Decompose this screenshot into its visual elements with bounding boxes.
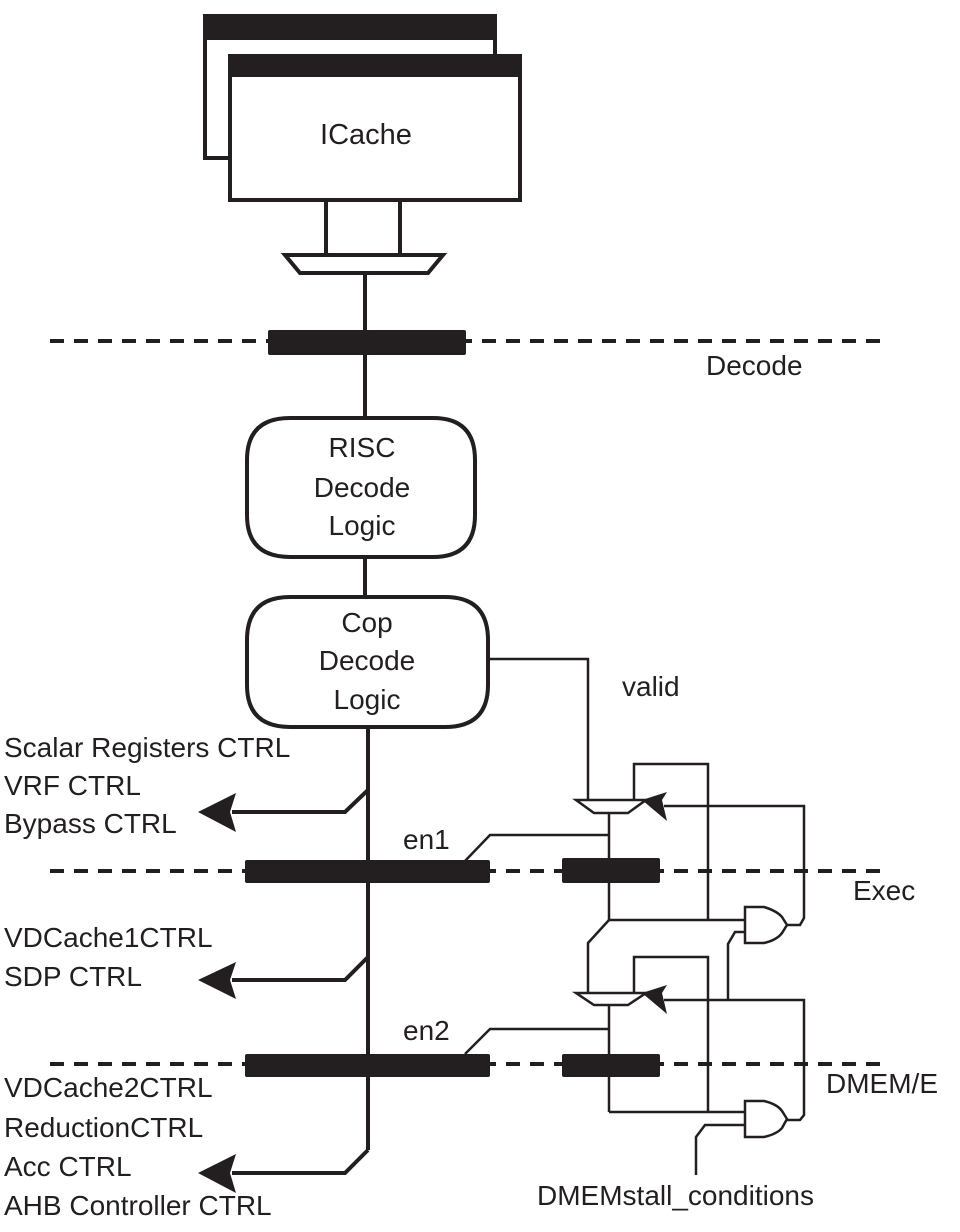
decode-stage-label: Decode xyxy=(706,350,803,381)
risc-decode-line-1: RISC xyxy=(329,432,396,463)
mux2-feedback-wire xyxy=(632,955,710,1112)
or-gate-1 xyxy=(743,905,789,945)
en2-wire xyxy=(464,1027,609,1055)
ctrl-vrf: VRF CTRL xyxy=(4,770,141,801)
dmem-stall-wire xyxy=(694,1123,745,1175)
dmem-pipeline-register xyxy=(245,1054,490,1077)
en2-label: en2 xyxy=(403,1015,450,1046)
icache-label: ICache xyxy=(320,119,412,151)
fetch-mux xyxy=(280,253,448,275)
cop-decode-line-3: Logic xyxy=(334,684,401,715)
stall-mux-2 xyxy=(571,991,651,1007)
cop-decode-line-1: Cop xyxy=(341,607,392,638)
dmem-stage-label: DMEM/E xyxy=(826,1068,938,1099)
ctrl-group2-arrow-icon xyxy=(198,962,236,999)
ctrl-group3-wire xyxy=(232,1148,370,1175)
mux2-select-arrow-icon xyxy=(642,985,667,1014)
or-gate-2 xyxy=(743,1099,789,1139)
valid-wire xyxy=(488,657,590,800)
valid-label: valid xyxy=(622,671,680,702)
exec-stage-label: Exec xyxy=(853,875,915,906)
ctrl-acc: Acc CTRL xyxy=(4,1151,132,1182)
risc-decode-block: RISC Decode Logic xyxy=(245,416,477,559)
mux1-select-arrow-icon xyxy=(642,792,667,821)
ctrl-group1-wire xyxy=(232,788,370,814)
mux2-select-wire xyxy=(664,998,806,1122)
ctrl-ahb-controller: AHB Controller CTRL xyxy=(4,1190,272,1221)
exec-valid-register xyxy=(562,858,660,883)
icache-block: ICache xyxy=(228,54,522,202)
ctrl-bypass: Bypass CTRL xyxy=(4,808,177,839)
ctrl-group1-arrow-icon xyxy=(198,793,236,832)
mux2-input-wire xyxy=(586,919,610,992)
dmem-valid-register xyxy=(562,1054,660,1077)
ctrl-reduction: ReductionCTRL xyxy=(4,1112,203,1143)
risc-decode-line-3: Logic xyxy=(329,510,396,541)
ctrl-scalar-registers: Scalar Registers CTRL xyxy=(4,732,290,763)
mux1-select-wire xyxy=(664,804,806,927)
en1-wire xyxy=(464,833,609,862)
ctrl-vdcache1: VDCache1CTRL xyxy=(4,922,213,953)
cop-decode-line-2: Decode xyxy=(319,645,416,676)
ctrl-sdp: SDP CTRL xyxy=(4,961,142,992)
mux1-feedback-wire xyxy=(632,762,710,920)
decode-pipeline-register xyxy=(268,330,466,355)
ctrl-group3-arrow-icon xyxy=(198,1154,236,1193)
risc-decode-line-2: Decode xyxy=(314,472,411,503)
or1-input-b-wire xyxy=(726,930,745,1000)
exec-pipeline-register xyxy=(245,860,490,883)
stall-mux-1 xyxy=(572,798,650,815)
ctrl-group2-wire xyxy=(232,955,370,982)
ctrl-vdcache2: VDCache2CTRL xyxy=(4,1072,213,1103)
cop-decode-block: Cop Decode Logic xyxy=(245,595,490,729)
en1-label: en1 xyxy=(403,824,450,855)
dmem-stall-label: DMEMstall_conditions xyxy=(537,1180,814,1211)
